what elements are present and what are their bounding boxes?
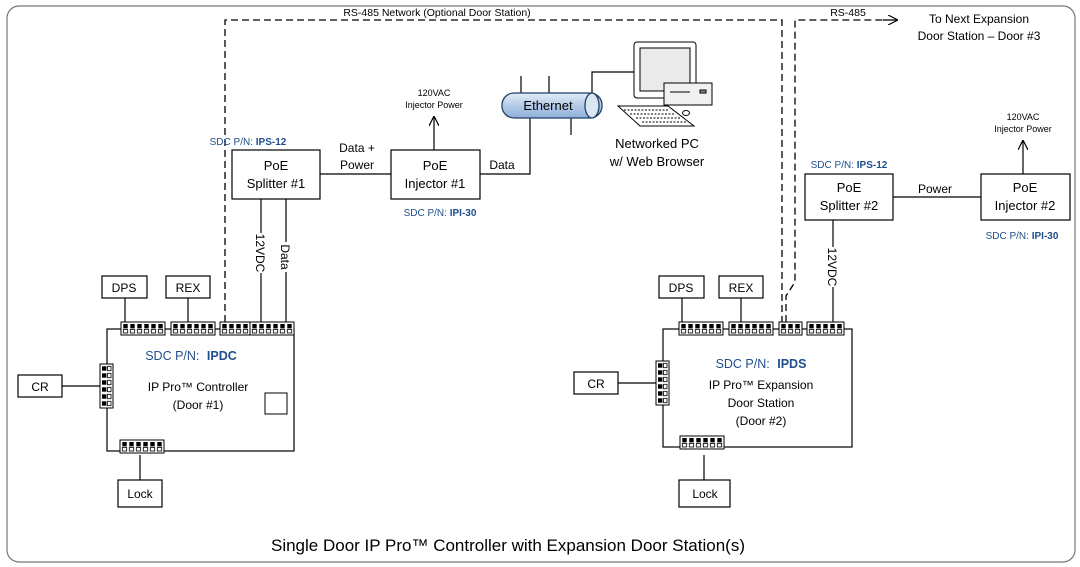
splitter1-data-label: Data	[278, 244, 292, 270]
injector2-label-2: Injector #2	[995, 198, 1056, 213]
station-cr-box	[573, 371, 619, 395]
controller-terminal-dps	[120, 321, 166, 336]
controller-rex-box	[165, 275, 211, 299]
injector1-label-2: Injector #1	[405, 176, 466, 191]
station-terminal-power	[806, 321, 845, 336]
splitter2-label-2: Splitter #2	[820, 198, 879, 213]
power-label: Power	[918, 182, 952, 196]
splitter1-label: PoE	[264, 158, 289, 173]
injector1-power-label-2: Injector Power	[405, 100, 463, 110]
station-terminal-lock	[679, 435, 725, 450]
pc-icon	[616, 41, 713, 127]
controller-cr-box	[17, 374, 63, 398]
station-pn: SDC P/N: IPDS	[716, 357, 807, 371]
station-cr-label: CR	[587, 377, 605, 391]
controller-terminal-lock	[119, 439, 165, 454]
controller-dps-label: DPS	[112, 281, 137, 295]
station-rex-label: REX	[729, 281, 754, 295]
controller-dps-box	[101, 275, 148, 299]
station-terminal-cr	[655, 360, 670, 406]
poe-splitter-1	[231, 149, 321, 200]
controller-terminal-cr	[99, 363, 114, 409]
controller-rex-label: REX	[176, 281, 201, 295]
controller-terminal-rs485	[219, 321, 251, 336]
pc-label: Networked PC	[615, 136, 699, 151]
station-rex-box	[718, 275, 764, 299]
station-terminal-rs485	[778, 321, 803, 336]
station-dps-label: DPS	[669, 281, 694, 295]
splitter2-pn: SDC P/N: IPS-12	[811, 160, 888, 171]
ethernet-label: Ethernet	[523, 98, 573, 113]
splitter1-pn: SDC P/N: IPS-12	[210, 137, 287, 148]
station-terminal-dps	[678, 321, 724, 336]
splitter1-label-2: Splitter #1	[247, 176, 306, 191]
station-label-3: (Door #2)	[736, 414, 787, 428]
station-terminal-rex	[728, 321, 774, 336]
splitter1-12vdc-label: 12VDC	[253, 234, 267, 273]
controller-terminal-rex	[170, 321, 216, 336]
controller-cr-label: CR	[31, 380, 49, 394]
terminal-blocks	[99, 321, 845, 454]
ethernet-cloud: Ethernet	[501, 76, 603, 135]
pc-label-2: w/ Web Browser	[609, 154, 705, 169]
controller-lock-box	[117, 479, 163, 508]
station-lock-box	[678, 479, 731, 508]
diagram-caption: Single Door IP Pro™ Controller with Expa…	[271, 536, 745, 555]
injector2-label: PoE	[1013, 180, 1038, 195]
data-power-label: Data +	[339, 141, 375, 155]
injector1-power-label: 120VAC	[418, 88, 451, 98]
station-label-2: Door Station	[728, 396, 795, 410]
next-station-label: To Next Expansion	[929, 12, 1029, 26]
poe-splitter-2	[804, 173, 894, 221]
station-label: IP Pro™ Expansion	[709, 378, 814, 392]
splitter2-label: PoE	[837, 180, 862, 195]
controller-label: IP Pro™ Controller	[148, 380, 248, 394]
rs485-main-label: RS-485 Network (Optional Door Station)	[343, 7, 530, 19]
splitter2-12vdc-label: 12VDC	[825, 248, 839, 287]
controller-label-2: (Door #1)	[173, 398, 224, 412]
controller-lock-label: Lock	[127, 487, 153, 501]
ip-pro-controller: SDC P/N: IPDC IP Pro™ Controller (Door #…	[106, 328, 295, 452]
ip-pro-expansion-station: SDC P/N: IPDS IP Pro™ Expansion Door Sta…	[662, 328, 853, 448]
data-label-ethernet: Data	[489, 158, 515, 172]
injector2-pn: SDC P/N: IPI-30	[986, 231, 1059, 242]
next-station-label-2: Door Station – Door #3	[918, 29, 1041, 43]
injector1-label: PoE	[423, 158, 448, 173]
rs485-next-label: RS-485	[830, 7, 866, 19]
injector2-power-label-2: Injector Power	[994, 124, 1052, 134]
controller-status-box	[264, 392, 288, 415]
station-lock-label: Lock	[692, 487, 718, 501]
injector1-pn: SDC P/N: IPI-30	[404, 208, 477, 219]
poe-injector-1	[390, 149, 481, 200]
station-dps-box	[658, 275, 705, 299]
injector2-power-label: 120VAC	[1007, 112, 1040, 122]
controller-pn: SDC P/N: IPDC	[145, 349, 237, 363]
poe-injector-2	[980, 173, 1071, 221]
rs485-network	[224, 19, 885, 322]
data-power-label-2: Power	[340, 158, 374, 172]
controller-terminal-power	[249, 321, 295, 336]
